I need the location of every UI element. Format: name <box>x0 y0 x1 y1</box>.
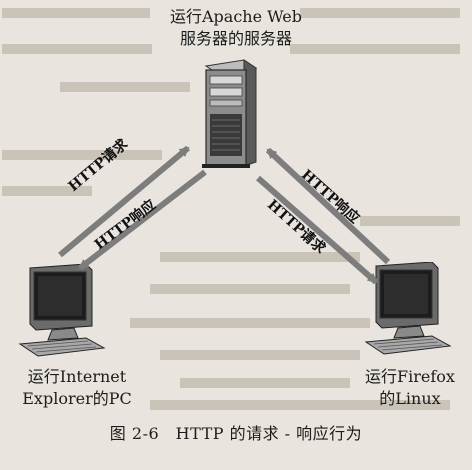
linux-label-line2: 的Linux <box>379 389 441 408</box>
pc-label-line2: Explorer的PC <box>22 389 132 408</box>
left-request-arrow <box>58 145 190 258</box>
server-tower-icon <box>202 59 258 168</box>
server-label: 运行Apache Web 服务器的服务器 <box>136 6 336 50</box>
left-response-arrow <box>78 169 207 271</box>
server-label-line1: 运行Apache Web <box>169 7 302 26</box>
server-label-line2: 服务器的服务器 <box>179 29 292 48</box>
right-response-arrow <box>265 147 391 265</box>
pc-computer-icon <box>18 264 106 357</box>
linux-computer-icon <box>364 262 452 355</box>
linux-label: 运行Firefox 的Linux <box>350 366 470 410</box>
right-request-arrow <box>256 175 378 285</box>
pc-label: 运行Internet Explorer的PC <box>2 366 152 410</box>
linux-label-line1: 运行Firefox <box>365 367 455 386</box>
figure-caption: 图 2-6 HTTP 的请求 - 响应行为 <box>109 424 363 443</box>
pc-label-line1: 运行Internet <box>27 367 127 386</box>
